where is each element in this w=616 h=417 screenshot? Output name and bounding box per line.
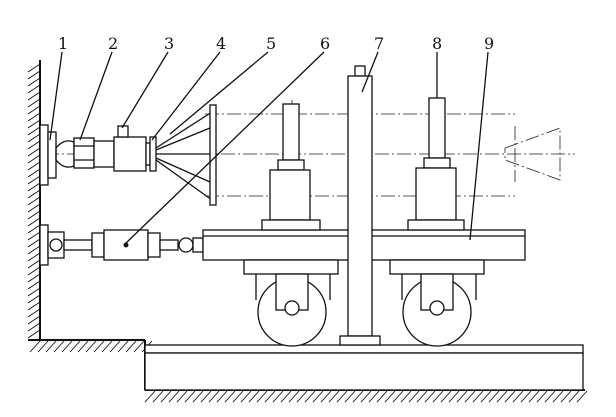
- central-post: [339, 65, 381, 346]
- specimen-outline: [504, 126, 561, 182]
- callout-6: 6: [320, 34, 330, 53]
- callout-4: 4: [216, 34, 226, 53]
- left-wheel: [243, 259, 339, 347]
- rail-beam: [144, 344, 584, 391]
- conical-adapter: [155, 104, 217, 206]
- callout-5: 5: [266, 34, 276, 53]
- callout-3: 3: [164, 34, 174, 53]
- callout-8: 8: [432, 34, 442, 53]
- right-wheel: [389, 259, 485, 347]
- callout-1: 1: [58, 34, 68, 53]
- right-support-column: [407, 97, 465, 231]
- leader-lines: [49, 51, 489, 244]
- flange: [145, 136, 157, 172]
- callout-9: 9: [484, 34, 494, 53]
- wall-mount-plate-lower: [39, 224, 93, 266]
- left-wall: [27, 60, 41, 340]
- callout-2: 2: [108, 34, 118, 53]
- sensor-body: [93, 125, 147, 172]
- hydraulic-cylinder: [91, 229, 204, 261]
- wall-mount-plate-upper: [39, 124, 57, 186]
- ball-joint: [55, 137, 95, 169]
- callout-labels: 1 2 3 4 5 6 7 8 9: [58, 34, 494, 53]
- left-support-column: [261, 103, 321, 231]
- callout-7: 7: [374, 34, 384, 53]
